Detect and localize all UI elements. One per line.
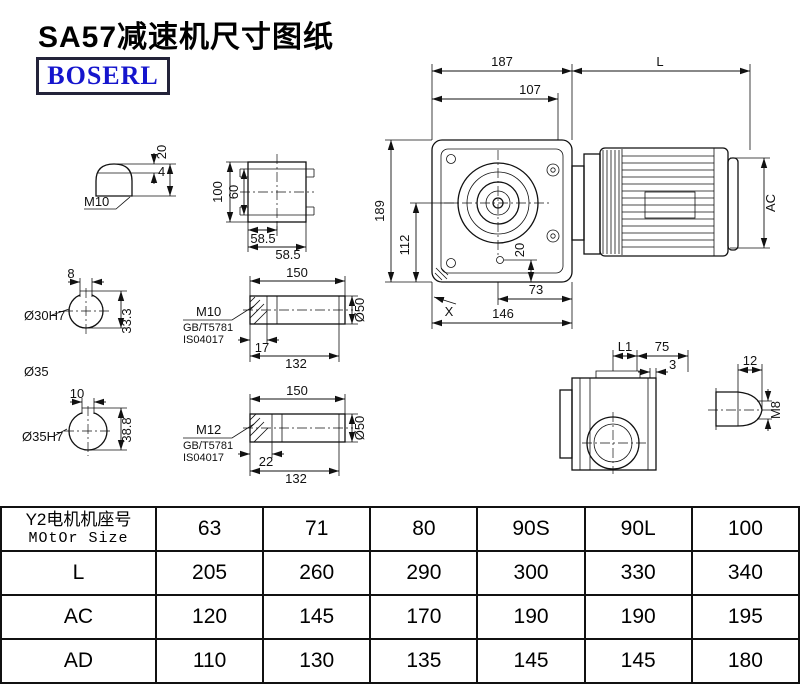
dim-38-8: 38.8	[119, 417, 134, 442]
value-cell: 190	[583, 594, 693, 640]
bore-label-35h7: Ø35H7	[22, 429, 63, 444]
dim-146: 146	[492, 306, 514, 321]
dim-22: 22	[259, 454, 273, 469]
dim-150-b: 150	[286, 383, 308, 398]
dim-dia-50-b: Ø50	[352, 416, 367, 441]
dim-73: 73	[529, 282, 543, 297]
row-label: AD	[0, 638, 157, 684]
brand-logo: BOSERL	[36, 57, 170, 95]
motor-size-table: Y2电机机座号 MOtOr Size 63 71 80 90S 90L 100 …	[0, 506, 800, 684]
size-cell: 71	[262, 506, 372, 552]
shaft-view-1: 150 M10 GB/T5781 IS04017 17 132 Ø50	[183, 265, 367, 371]
value-cell: 120	[154, 594, 265, 640]
dim-187: 187	[491, 54, 513, 69]
value-cell: 195	[690, 594, 800, 640]
table-row-ac: AC 120 145 170 190 190 195	[0, 594, 800, 640]
dim-motor-length: L	[656, 54, 663, 69]
bore-label-30h7: Ø30H7	[24, 308, 65, 323]
standard-gb: GB/T5781	[183, 322, 233, 334]
value-cell: 330	[583, 550, 693, 596]
page-title: SA57减速机尺寸图纸	[38, 21, 335, 54]
table-row-ad: AD 110 130 135 145 145 180	[0, 638, 800, 684]
value-cell: 130	[262, 638, 372, 684]
thread-label: M10	[84, 194, 109, 209]
standard-iso-b: IS04017	[183, 452, 224, 464]
value-cell: 180	[690, 638, 800, 684]
dim-12: 12	[743, 353, 757, 368]
main-assembly-view: 187 L 107 189 112 20 73 146 X AC	[372, 54, 778, 329]
technical-drawing: M10 4 20 100 60 58.5 58.5	[22, 54, 783, 486]
dim-150: 150	[286, 265, 308, 280]
dim-132: 132	[285, 356, 307, 371]
table-row-l: L 205 260 290 300 330 340	[0, 550, 800, 596]
dim-10: 10	[70, 386, 84, 401]
thread-label-m10: M10	[196, 304, 221, 319]
dim-4: 4	[158, 164, 165, 179]
dim-75: 75	[655, 339, 669, 354]
dim-107: 107	[519, 82, 541, 97]
motor-frame-label-cn: Y2电机机座号	[25, 509, 132, 529]
bore-view-35: 10 Ø35H7 38.8	[22, 386, 134, 456]
motor-frame-label-en: MOtOr Size	[28, 530, 129, 548]
dim-60: 60	[226, 185, 241, 199]
standard-gb-b: GB/T5781	[183, 440, 233, 452]
value-cell: 260	[262, 550, 372, 596]
standard-iso: IS04017	[183, 334, 224, 346]
size-cell: 90L	[583, 506, 693, 552]
dim-l1: L1	[618, 339, 632, 354]
table-header-cell: Y2电机机座号 MOtOr Size	[0, 506, 157, 552]
size-cell: 80	[369, 506, 479, 552]
value-cell: 135	[369, 638, 479, 684]
shaft-end-view: M10 4 20	[84, 145, 176, 210]
value-cell: 190	[476, 594, 586, 640]
dim-8: 8	[67, 266, 74, 281]
dim-17: 17	[255, 340, 269, 355]
dim-112: 112	[397, 235, 412, 256]
value-cell: 145	[583, 638, 693, 684]
value-cell: 145	[262, 594, 372, 640]
value-cell: 205	[154, 550, 265, 596]
row-label: AC	[0, 594, 157, 640]
dim-m8: M8	[768, 401, 783, 419]
size-cell: 90S	[476, 506, 586, 552]
dim-189: 189	[372, 200, 387, 222]
mid-label: Ø35	[24, 364, 49, 379]
dim-dia-50: Ø50	[352, 298, 367, 323]
flange-view: 100 60 58.5 58.5	[210, 154, 315, 262]
value-cell: 145	[476, 638, 586, 684]
dim-132-b: 132	[285, 471, 307, 486]
label-x: X	[445, 304, 454, 319]
bore-view-30: 8 Ø30H7 33.3	[24, 266, 134, 334]
side-view: L1 75 3 12 M8	[559, 339, 783, 474]
dim-3: 3	[669, 357, 676, 372]
value-cell: 110	[154, 638, 265, 684]
value-cell: 300	[476, 550, 586, 596]
shaft-view-2: 150 M12 GB/T5781 IS04017 22 132 Ø50	[183, 383, 367, 486]
size-cell: 63	[154, 506, 265, 552]
value-cell: 340	[690, 550, 800, 596]
dim-20-main: 20	[512, 243, 527, 257]
dim-20: 20	[154, 145, 169, 159]
thread-label-m12: M12	[196, 422, 221, 437]
dia-35-label: Ø35	[24, 364, 49, 379]
value-cell: 170	[369, 594, 479, 640]
dim-ac: AC	[763, 194, 778, 212]
dim-33-3: 33.3	[119, 308, 134, 333]
table-row-sizes: Y2电机机座号 MOtOr Size 63 71 80 90S 90L 100	[0, 506, 800, 552]
dim-58-5-b: 58.5	[275, 247, 300, 262]
dim-100: 100	[210, 181, 225, 203]
size-cell: 100	[690, 506, 800, 552]
value-cell: 290	[369, 550, 479, 596]
row-label: L	[0, 550, 157, 596]
dim-58-5-a: 58.5	[250, 231, 275, 246]
